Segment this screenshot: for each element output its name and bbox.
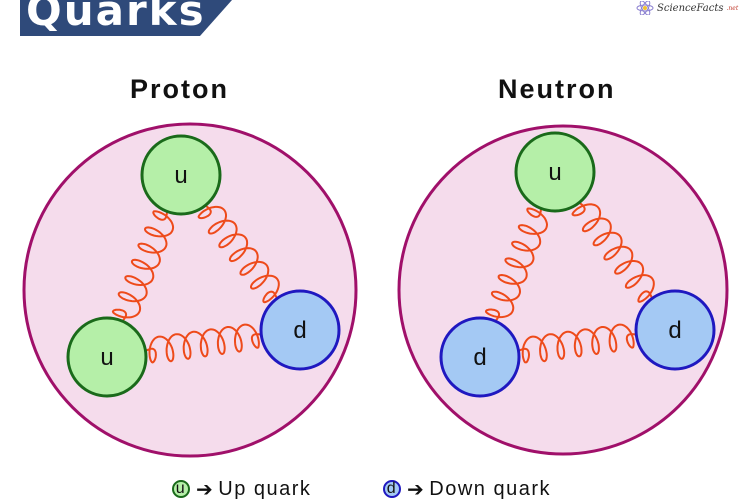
brand-logo: ScienceFacts .net — [636, 0, 738, 16]
gluon-spring — [516, 323, 639, 364]
quark-label: d — [293, 317, 306, 344]
gluon-spring — [111, 209, 175, 324]
quark-label: d — [473, 344, 486, 371]
up-quark: u — [66, 316, 148, 398]
title-banner: Quarks — [0, 0, 232, 36]
gluon-spring — [197, 203, 280, 304]
up-quark: u — [140, 134, 222, 216]
up-quark-legend-icon: u — [172, 480, 190, 498]
page-title: Quarks — [26, 0, 206, 35]
quark-circle — [259, 289, 341, 371]
gluon-spring — [571, 200, 655, 303]
legend-item-down: d ➔ Down quark — [383, 477, 551, 501]
quark-circle — [66, 316, 148, 398]
banner-shape — [20, 0, 232, 36]
up-quark: u — [514, 131, 596, 213]
gluon-spring — [485, 206, 549, 324]
arrow-right-icon: ➔ — [407, 478, 426, 501]
down-quark: d — [634, 289, 716, 371]
gluon-spring — [143, 323, 264, 364]
quark-circle — [514, 131, 596, 213]
brand-name: ScienceFacts — [657, 2, 724, 14]
quark-label: u — [100, 344, 113, 371]
legend-label-up: Up quark — [218, 477, 312, 500]
proton-group: u u d — [22, 122, 358, 458]
quark-label: d — [668, 317, 681, 344]
quark-circle — [634, 289, 716, 371]
arrow-right-icon: ➔ — [196, 478, 215, 501]
down-quark-legend-icon: d — [383, 480, 401, 498]
quark-label: u — [174, 162, 187, 189]
legend-label-down: Down quark — [429, 477, 551, 500]
brand-suffix: .net — [726, 4, 739, 12]
down-quark: d — [439, 316, 521, 398]
atom-icon — [636, 1, 654, 15]
neutron-group: u d d — [397, 124, 729, 456]
quark-label: u — [548, 159, 561, 186]
down-quark: d — [259, 289, 341, 371]
quark-circle — [439, 316, 521, 398]
legend-item-up: u ➔ Up quark — [172, 477, 312, 501]
proton-title: Proton — [130, 74, 229, 104]
quark-circle — [140, 134, 222, 216]
neutron-title: Neutron — [498, 74, 616, 104]
